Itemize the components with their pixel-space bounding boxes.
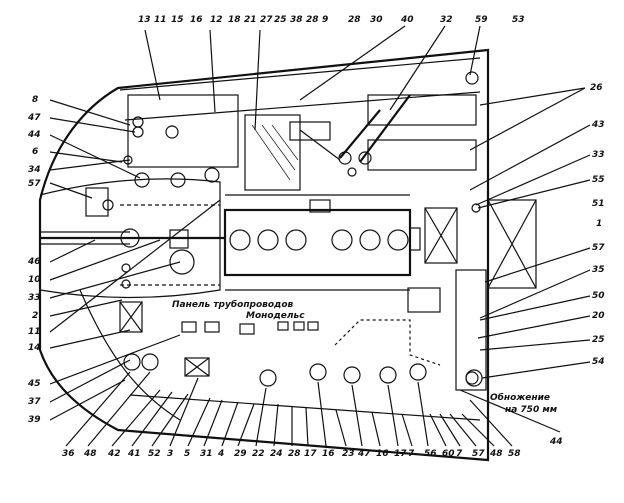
- label-bottom: 7: [408, 449, 415, 459]
- main-engine: [223, 194, 421, 291]
- label-bottom: 48: [83, 449, 97, 459]
- label-right: 35: [592, 265, 605, 275]
- label-top: 38: [290, 15, 303, 25]
- top-labels: 13 11 15 16 12 18 21 27 25 38 28 9 28 30…: [138, 15, 525, 25]
- label-bottom: 42: [107, 449, 121, 459]
- label-right: 26: [590, 83, 603, 93]
- bottom-device-row: [123, 353, 483, 421]
- label-top: 9: [322, 15, 328, 25]
- crossed-equipment: [407, 199, 537, 391]
- label-left: 37: [28, 397, 41, 407]
- label-bottom: 22: [252, 449, 265, 459]
- label-top: 16: [190, 15, 203, 25]
- label-right: 55: [592, 175, 605, 185]
- left-labels: 8 47 44 6 34 57 46 10 33 2 11 14 45 37 3…: [27, 95, 41, 425]
- label-top: 11: [154, 15, 167, 25]
- label-bottom: 41: [127, 449, 141, 459]
- label-bottom: 23: [342, 449, 355, 459]
- pipeline-panel: [181, 319, 441, 377]
- leader-lines: [49, 25, 591, 433]
- hull-outline: [38, 48, 490, 462]
- upper-piping: [244, 94, 477, 191]
- label-bottom: 60: [442, 449, 455, 459]
- label-top: 28: [306, 15, 319, 25]
- note-caption-line1: Обножение: [490, 392, 550, 403]
- label-left: 34: [28, 165, 41, 175]
- label-left: 33: [28, 293, 41, 303]
- label-top: 28: [348, 15, 361, 25]
- right-gauge-54: [465, 371, 479, 385]
- right-labels: 26 43 33 55 51 1 57 35 50 20 25 54: [590, 83, 605, 367]
- label-left: 2: [32, 311, 38, 321]
- monodels-caption: Монодельс: [246, 311, 305, 321]
- label-top: 40: [400, 15, 414, 25]
- label-bottom: 28: [288, 449, 301, 459]
- label-bottom: 44: [549, 437, 563, 447]
- label-left: 47: [27, 113, 41, 123]
- label-top: 13: [138, 15, 151, 25]
- inner-hull-dashed: [120, 204, 220, 286]
- label-bottom: 57: [472, 449, 485, 459]
- label-left: 39: [28, 415, 41, 425]
- label-left: 6: [32, 147, 38, 157]
- bottom-leader-lines: [65, 371, 513, 447]
- label-right: 43: [591, 120, 605, 130]
- label-top: 15: [171, 15, 184, 25]
- label-right: 54: [592, 357, 605, 367]
- label-bottom: 7: [456, 449, 463, 459]
- label-bottom: 31: [200, 449, 213, 459]
- label-left: 14: [28, 343, 41, 353]
- label-bottom: 48: [489, 449, 503, 459]
- bottom-labels: 36 48 42 41 52 3 5 31 4 29 22 24 28 17 1…: [62, 437, 563, 459]
- label-bottom: 36: [62, 449, 75, 459]
- label-right: 57: [592, 243, 605, 253]
- label-left: 11: [28, 327, 41, 337]
- label-left: 44: [27, 130, 41, 140]
- label-top: 18: [228, 15, 241, 25]
- label-bottom: 56: [424, 449, 437, 459]
- label-top: 30: [370, 15, 383, 25]
- label-right: 25: [592, 335, 605, 345]
- label-bottom: 58: [508, 449, 521, 459]
- label-right: 51: [592, 199, 605, 209]
- label-top: 53: [512, 15, 525, 25]
- label-bottom: 4: [217, 449, 224, 459]
- label-bottom: 47: [357, 449, 371, 459]
- label-bottom: 3: [167, 449, 173, 459]
- label-left: 10: [28, 275, 41, 285]
- label-bottom: 16: [322, 449, 335, 459]
- label-bottom: 17: [304, 449, 317, 459]
- top-device-row: [119, 57, 481, 121]
- panel-caption: Панель трубопроводов: [172, 299, 294, 310]
- label-right: 1: [596, 219, 602, 229]
- label-bottom: 24: [270, 449, 283, 459]
- label-top: 59: [475, 15, 488, 25]
- label-left: 57: [28, 179, 41, 189]
- label-bottom: 17: [394, 449, 407, 459]
- top-right-gauge: [465, 71, 479, 85]
- note-caption-line2: на 750 мм: [505, 405, 558, 415]
- hull-bottom-curve: [79, 289, 181, 421]
- label-bottom: 5: [184, 449, 190, 459]
- label-top: 25: [274, 15, 287, 25]
- label-bottom: 29: [234, 449, 247, 459]
- label-top: 27: [260, 15, 273, 25]
- label-left: 46: [27, 257, 41, 267]
- label-bottom: 16: [376, 449, 389, 459]
- label-top: 32: [440, 15, 453, 25]
- label-top: 12: [210, 15, 223, 25]
- label-right: 20: [592, 311, 605, 321]
- label-top: 21: [244, 15, 257, 25]
- right-gauge-43: [471, 203, 481, 213]
- label-left: 8: [32, 95, 38, 105]
- hull-stern-curve: [39, 178, 221, 299]
- label-bottom: 52: [148, 449, 161, 459]
- label-right: 33: [592, 150, 605, 160]
- label-left: 45: [27, 379, 41, 389]
- label-right: 50: [592, 291, 605, 301]
